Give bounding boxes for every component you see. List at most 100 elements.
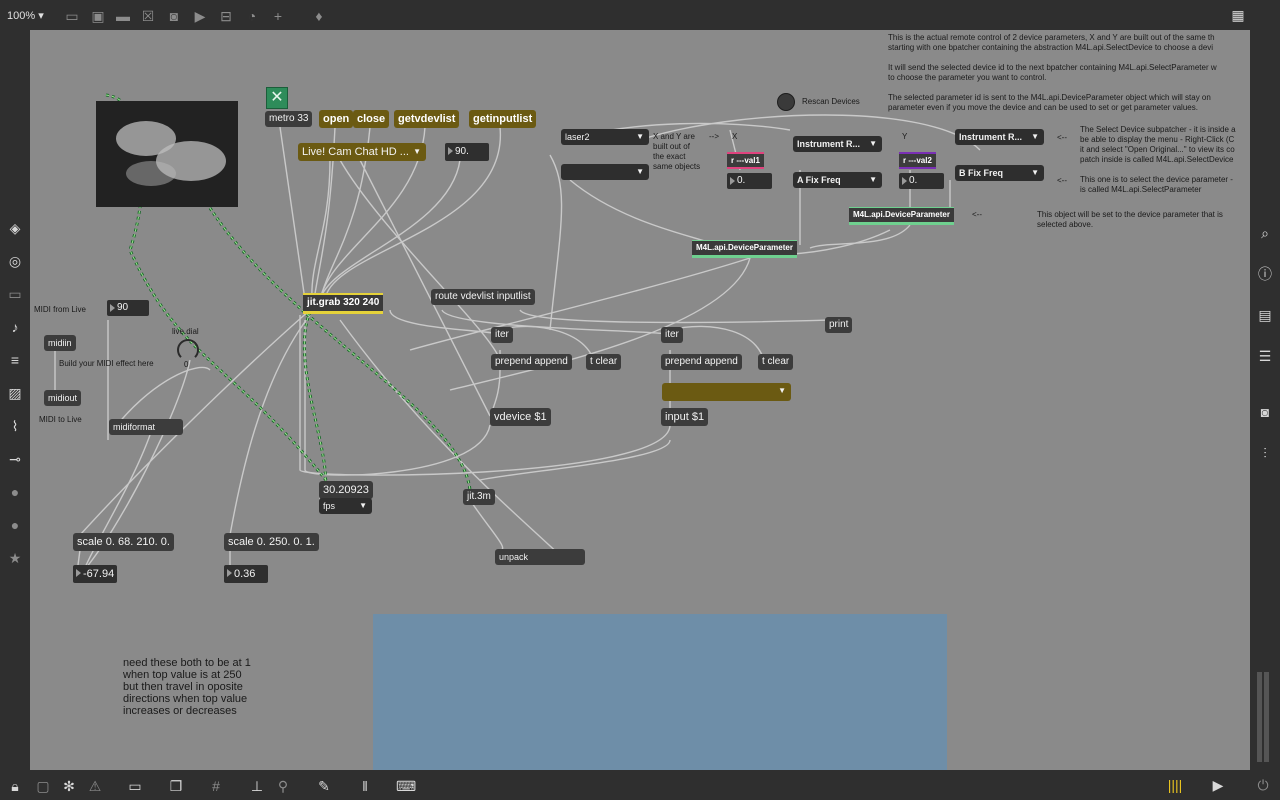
lock-icon[interactable]: 🔒︎ xyxy=(11,778,19,794)
device-parameter-note: This object will be set to the device pa… xyxy=(1037,210,1223,229)
target-icon[interactable]: ◎ xyxy=(8,253,22,269)
close-box-icon[interactable]: ☒ xyxy=(141,8,155,24)
media-object-icon[interactable]: ▶ xyxy=(194,8,206,24)
music-note-icon[interactable]: ♪ xyxy=(11,319,19,335)
receive-val1-object[interactable]: r ---val1 xyxy=(727,152,764,169)
piano-icon[interactable]: ‖ xyxy=(362,778,368,794)
presentation-view-icon[interactable]: ▭ xyxy=(128,778,142,794)
instrument-menu-2[interactable]: Instrument R...▼ xyxy=(955,129,1044,145)
info-icon[interactable]: ⓘ xyxy=(1258,266,1272,282)
close-message[interactable]: close xyxy=(353,110,390,128)
image-icon[interactable]: ▨ xyxy=(8,385,22,401)
package-icon[interactable]: ◈ xyxy=(9,220,21,236)
metro-object[interactable]: metro 33 xyxy=(265,111,313,127)
unpack-object[interactable]: unpack xyxy=(495,549,585,565)
bpatcher-icon[interactable]: ● xyxy=(10,517,20,533)
dial-object-icon[interactable]: ◔ xyxy=(247,8,257,24)
device-parameter-object-2[interactable]: M4L.api.DeviceParameter xyxy=(849,207,954,225)
instrument-menu-1[interactable]: Instrument R...▼ xyxy=(793,136,882,152)
star-icon[interactable]: ★ xyxy=(8,550,22,566)
close-toggle-button[interactable]: ✕ xyxy=(266,87,288,109)
paint-bucket-icon[interactable]: ♦ xyxy=(315,8,323,24)
prepend-object-1[interactable]: prepend append xyxy=(491,354,572,370)
input-menu[interactable]: ▼ xyxy=(662,383,791,401)
parameter-menu-a-value: A Fix Freq xyxy=(797,175,841,185)
keyboard-icon[interactable]: ⌨ xyxy=(396,778,417,794)
parameter-menu-a[interactable]: A Fix Freq▼ xyxy=(793,172,882,188)
output-number-1[interactable]: -67.94 xyxy=(73,565,117,583)
vst-icon[interactable]: ● xyxy=(10,484,20,500)
freeze-icon[interactable]: ✻ xyxy=(63,778,75,794)
value-number-y[interactable]: 0. xyxy=(899,173,944,189)
open-message[interactable]: open xyxy=(319,110,354,128)
value-number-x[interactable]: 0. xyxy=(727,173,772,189)
arrow-left-2: <-- xyxy=(1057,176,1067,185)
audio-meter-icon[interactable]: |||| xyxy=(1167,777,1183,793)
jit-grab-object[interactable]: jit.grab 320 240 xyxy=(303,293,384,314)
parameter-menu-b[interactable]: B Fix Freq▼ xyxy=(955,165,1044,181)
x-label: X xyxy=(732,132,738,141)
device-parameter-object-1[interactable]: M4L.api.DeviceParameter xyxy=(692,240,797,258)
fps-number[interactable]: 30.20923 xyxy=(319,481,373,499)
plug-icon[interactable]: ⊸ xyxy=(9,451,21,467)
list-icon[interactable]: ☰ xyxy=(1258,348,1272,364)
getinputlist-message[interactable]: getinputlist xyxy=(469,110,537,128)
wrench-icon[interactable]: ✎ xyxy=(318,778,330,794)
input-message[interactable]: input $1 xyxy=(661,408,709,426)
device-menu-x[interactable]: laser2▼ xyxy=(561,129,649,145)
midi-number-box[interactable]: 90 xyxy=(107,300,149,316)
search-icon[interactable]: ⌕ xyxy=(1261,225,1269,241)
vdevice-message[interactable]: vdevice $1 xyxy=(490,408,551,426)
mixer-icon[interactable]: ⫶ xyxy=(1263,445,1267,461)
debug-icon[interactable]: ⚲ xyxy=(277,778,289,794)
scale-object-1[interactable]: scale 0. 68. 210. 0. xyxy=(73,533,174,551)
presentation-mode-icon[interactable]: ▢ xyxy=(36,778,50,794)
print-object[interactable]: print xyxy=(825,317,853,333)
add-object-icon[interactable]: + xyxy=(273,8,283,24)
getvdevlist-message[interactable]: getvdevlist xyxy=(394,110,460,128)
power-icon[interactable]: ⏻ xyxy=(1257,777,1269,793)
output-number-2[interactable]: 0.36 xyxy=(224,565,268,583)
midiformat-object[interactable]: midiformat xyxy=(109,419,183,435)
grid-icon[interactable]: ▦ xyxy=(1231,7,1245,23)
paperclip-icon[interactable]: ⌇ xyxy=(11,418,19,434)
midiout-object[interactable]: midiout xyxy=(44,390,82,406)
zoom-menu[interactable]: 100% ▾ xyxy=(7,10,44,22)
scale-object-2[interactable]: scale 0. 250. 0. 1. xyxy=(224,533,319,551)
iter-object-1[interactable]: iter xyxy=(491,327,513,343)
button-object-icon[interactable]: ◙ xyxy=(169,8,179,24)
receive-val2-object[interactable]: r ---val2 xyxy=(899,152,936,169)
slider-object-icon[interactable]: ⊟ xyxy=(220,8,232,24)
prepend-object-2[interactable]: prepend append xyxy=(661,354,742,370)
camera-menu[interactable]: Live! Cam Chat HD ...▼ xyxy=(298,143,426,161)
new-object-icon[interactable]: ▣ xyxy=(91,8,105,24)
windows-icon[interactable]: ❐ xyxy=(169,778,183,794)
trigger-clear-object-1[interactable]: t clear xyxy=(586,354,622,370)
y-label: Y xyxy=(902,132,908,141)
sequence-icon[interactable]: ≡ xyxy=(10,352,20,368)
grid-snap-icon[interactable]: # xyxy=(212,778,220,794)
rescan-devices-button[interactable] xyxy=(777,93,795,111)
camera-icon[interactable]: ◙ xyxy=(1260,404,1270,420)
live-dial[interactable] xyxy=(177,339,199,361)
fps-menu[interactable]: fps▼ xyxy=(319,498,372,514)
video-display xyxy=(96,101,238,207)
device-icon[interactable]: ▭ xyxy=(8,286,22,302)
chevron-down-icon: ▼ xyxy=(1031,132,1039,141)
hierarchy-icon[interactable]: ⊥ xyxy=(250,778,264,794)
patch-cords xyxy=(54,93,981,581)
warning-icon[interactable]: ⚠ xyxy=(88,778,102,794)
jit-3m-object[interactable]: jit.3m xyxy=(463,489,495,505)
trigger-clear-object-2[interactable]: t clear xyxy=(758,354,794,370)
arrow-left-1: <-- xyxy=(1057,133,1067,142)
route-object[interactable]: route vdevlist inputlist xyxy=(431,289,535,305)
iter-object-2[interactable]: iter xyxy=(661,327,683,343)
patcher-canvas[interactable]: ✕ metro 33 open close getvdevlist getinp… xyxy=(30,30,1250,770)
comment-icon[interactable]: ▬ xyxy=(116,8,130,24)
number-box-90[interactable]: 90. xyxy=(445,143,489,161)
parameter-menu-x[interactable]: ▼ xyxy=(561,164,649,180)
reference-icon[interactable]: ▤ xyxy=(1258,307,1272,323)
play-icon[interactable]: ▶ xyxy=(1212,777,1224,793)
presentation-icon[interactable]: ▭ xyxy=(65,8,79,24)
midiin-object[interactable]: midiin xyxy=(44,335,76,351)
